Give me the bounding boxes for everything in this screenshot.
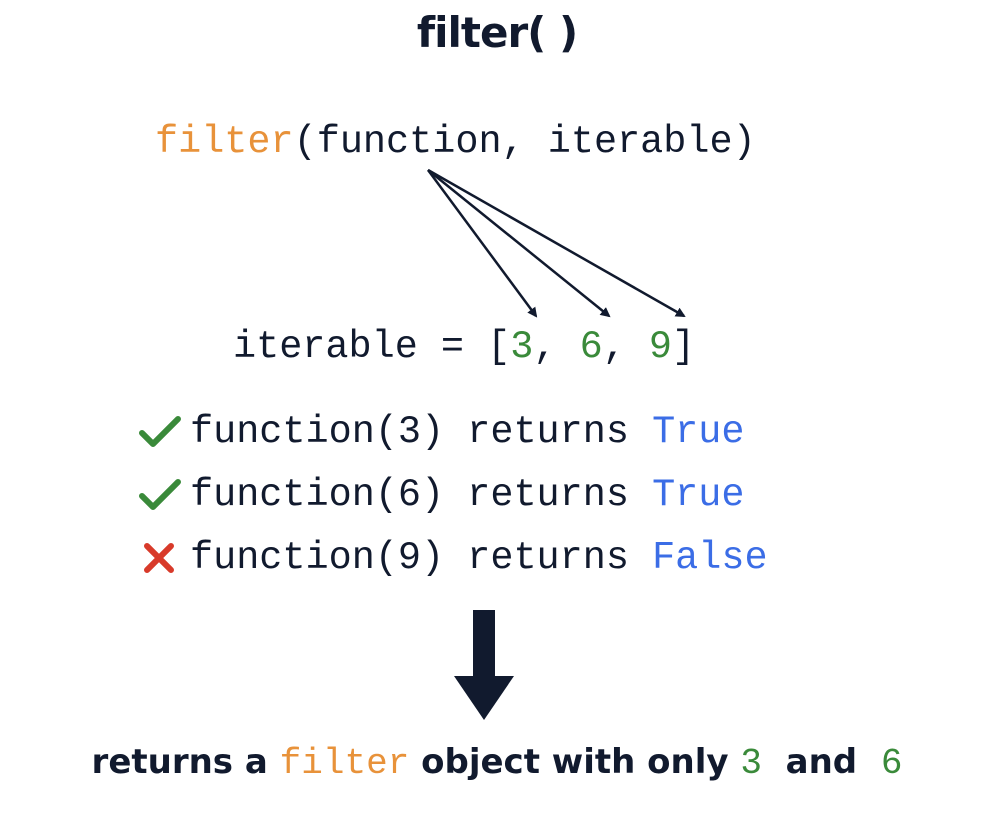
summary-part-2: object with only: [409, 742, 741, 782]
iterable-item: 3: [510, 325, 534, 369]
result-value: True: [652, 473, 745, 517]
summary-keyword: filter: [279, 743, 410, 784]
result-summary: returns a filter object with only 3 and …: [0, 738, 994, 788]
filter-function-name: filter: [155, 120, 294, 164]
result-row: function(3) returns True: [138, 408, 745, 456]
arrow-to-item-3: [426, 169, 538, 318]
checkmark-icon: [139, 416, 181, 447]
result-call: function(6) returns: [190, 473, 653, 517]
iterable-separator: ,: [533, 325, 580, 369]
filter-signature: filter(function, iterable): [155, 119, 756, 165]
checkmark-icon: [139, 479, 181, 510]
result-row: function(9) returns False: [138, 534, 768, 582]
iterable-definition: iterable = [3, 6, 9]: [233, 324, 695, 370]
filter-arguments: (function, iterable): [293, 120, 756, 164]
result-text: function(9) returns False: [190, 535, 768, 581]
diagram-title: filter( ): [416, 8, 578, 57]
iterable-separator: ,: [602, 325, 649, 369]
iterable-prefix: iterable = [: [233, 325, 511, 369]
result-text: function(6) returns True: [190, 472, 745, 518]
result-row: function(6) returns True: [138, 471, 745, 519]
iterable-item: 6: [579, 325, 603, 369]
result-text: function(3) returns True: [190, 409, 745, 455]
summary-value: 3: [740, 743, 762, 784]
iterable-item: 9: [648, 325, 673, 369]
result-call: function(9) returns: [190, 536, 653, 580]
summary-part-3: and: [761, 742, 881, 782]
down-arrow-icon: [454, 610, 514, 720]
cross-icon: [144, 543, 174, 573]
iterable-suffix: ]: [672, 325, 696, 369]
summary-part-1: returns a: [91, 742, 280, 782]
summary-value: 6: [880, 743, 903, 784]
arrow-to-item-6: [427, 169, 611, 318]
arrow-to-item-9: [427, 168, 686, 318]
result-call: function(3) returns: [190, 410, 653, 454]
result-value: True: [652, 410, 745, 454]
result-value: False: [652, 536, 768, 580]
